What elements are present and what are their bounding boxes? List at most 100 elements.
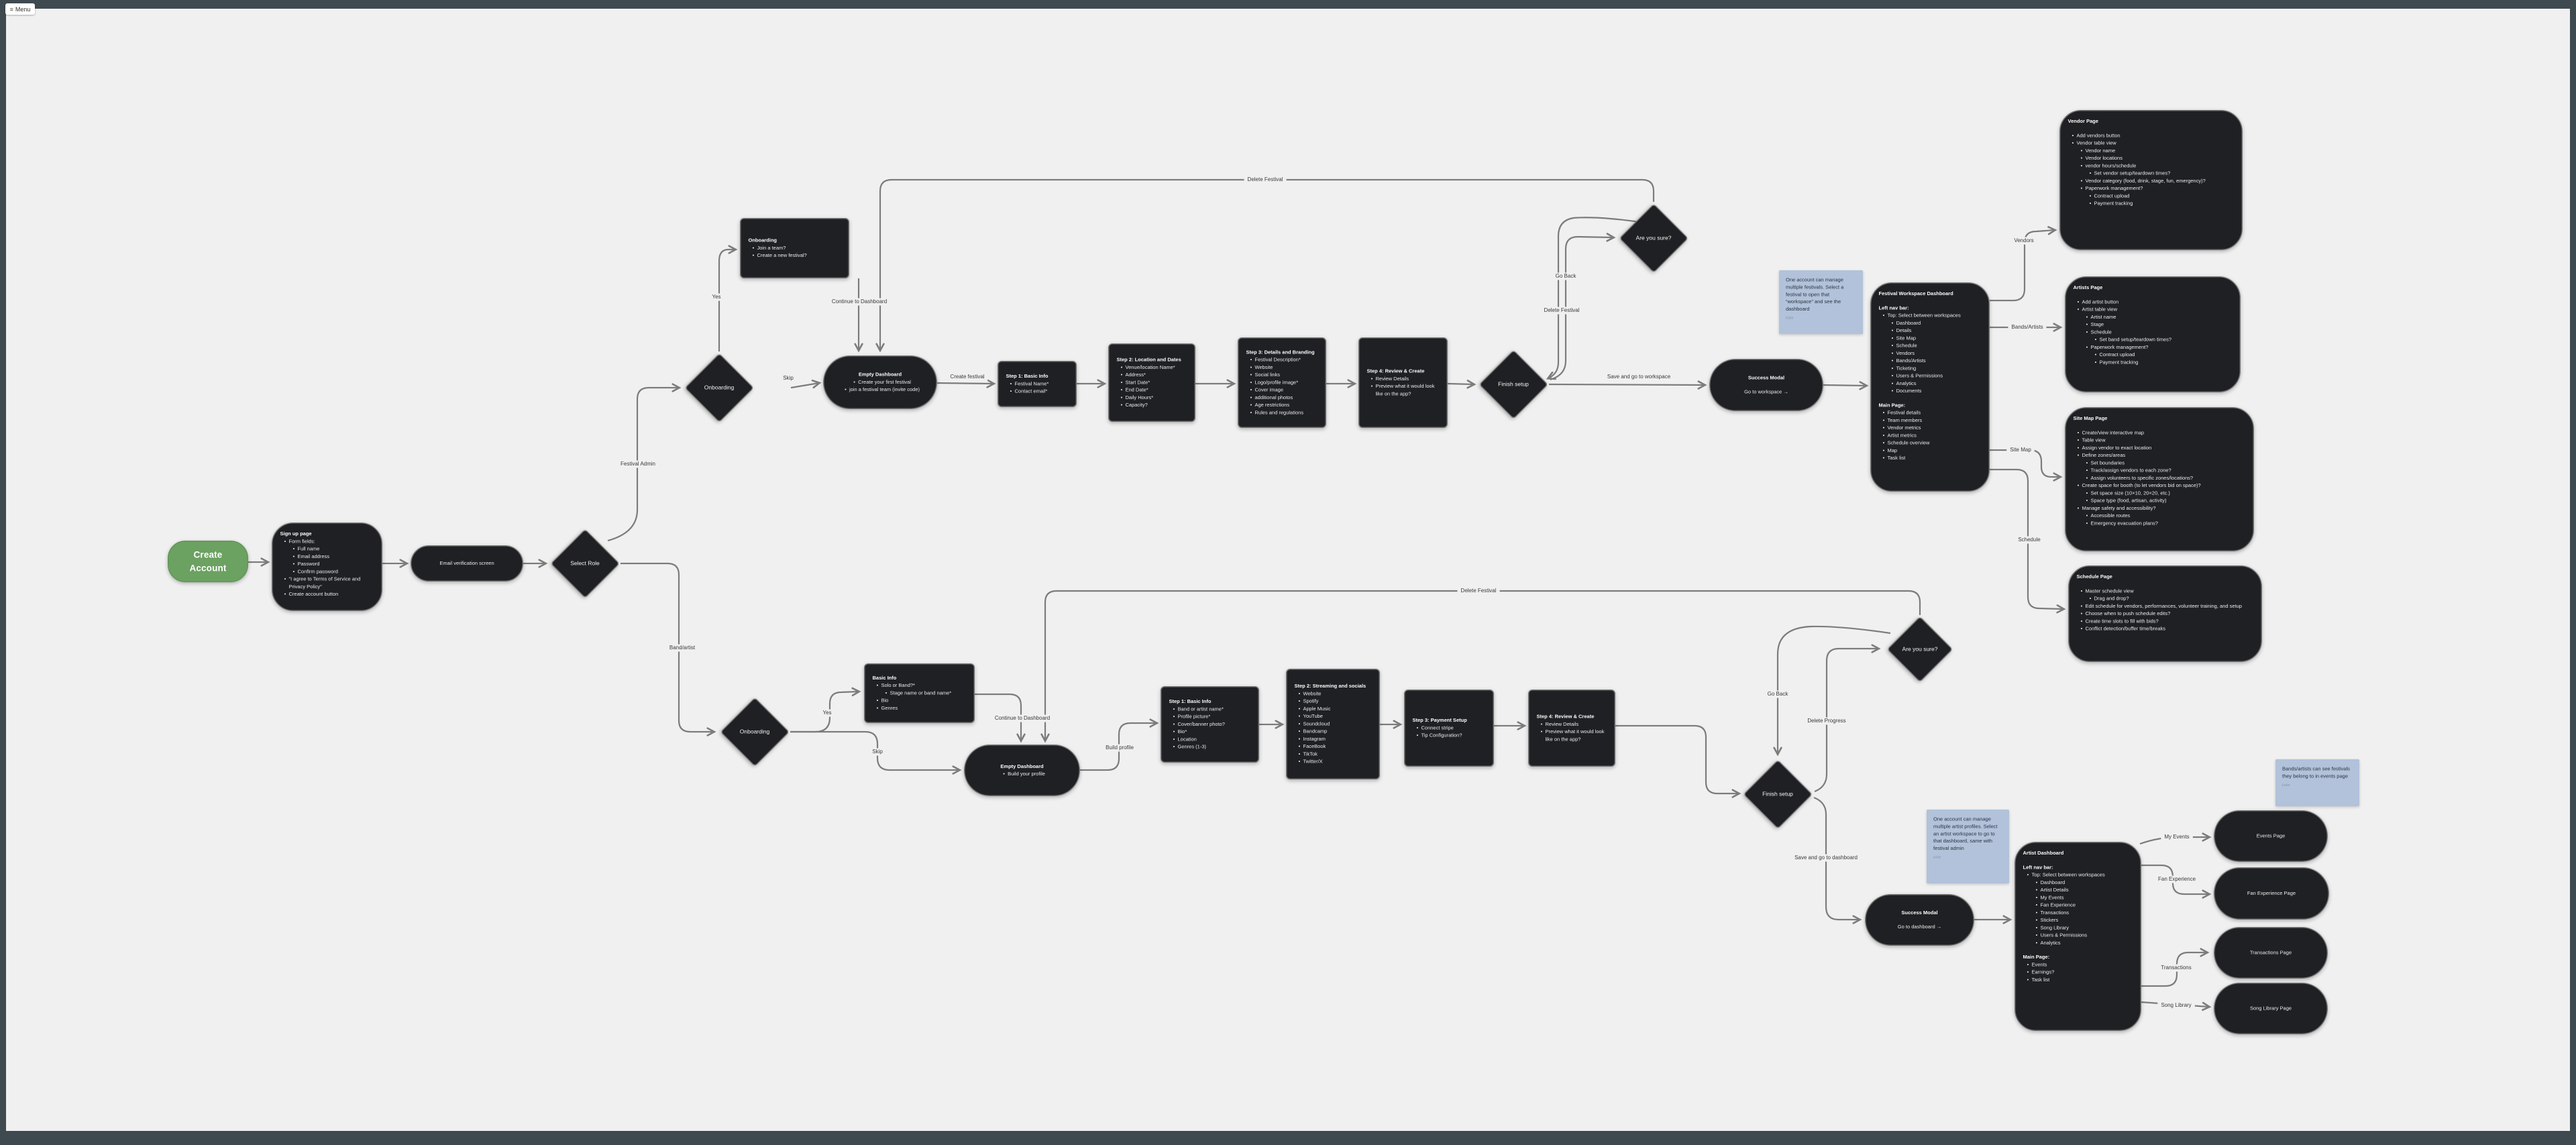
edge-role-to-admin-onboarding — [607, 383, 682, 542]
workspace-note-author: katie — [1786, 315, 1794, 320]
edge-label-delete-progress-20[interactable]: Delete Progress — [1804, 717, 1849, 725]
edge-basicinfo-to-empty-artist — [975, 693, 1026, 743]
edge-label-delete-festival-18[interactable]: Delete Festival — [1457, 587, 1500, 595]
artist-step4-content: Step 4: Review & Create•Review Details•P… — [1536, 714, 1605, 743]
edge-label-continue-to-dashboard-3[interactable]: Continue to Dashboard — [828, 298, 891, 306]
select-role-diamond-label: Select Role — [570, 560, 600, 567]
onboarding-admin-info[interactable]: Onboarding•Join a team?•Create a new fes… — [740, 218, 849, 278]
create-account-node[interactable]: Create Account — [168, 541, 248, 582]
edge-label-go-back-7[interactable]: Go Back — [1552, 272, 1580, 280]
edge-label-delete-festival-6[interactable]: Delete Festival — [1244, 176, 1287, 184]
schedule-page-node[interactable]: Schedule Page•Master schedule view•Drag … — [2068, 565, 2262, 662]
festival-step2[interactable]: Step 2: Location and Dates•Venue/locatio… — [1108, 343, 1195, 422]
edge-label-yes-14[interactable]: Yes — [819, 709, 835, 717]
festival-step1[interactable]: Step 1: Basic Info•Festival Name*•Contac… — [998, 361, 1077, 407]
events-page-node[interactable]: Events Page — [2214, 810, 2328, 862]
song-library-page-node-content: Song Library Page — [2249, 1005, 2292, 1012]
onboarding-admin-info-content: Onboarding•Join a team?•Create a new fes… — [748, 237, 807, 259]
are-you-sure-admin-diamond[interactable]: Are you sure? — [1619, 203, 1689, 274]
edge-label-song-library-25[interactable]: Song Library — [2157, 1001, 2195, 1010]
artist-basic-info-content: Basic Info•Solo or Band?*•Stage name or … — [872, 675, 952, 711]
edge-sure-admin-goback — [1546, 217, 1640, 380]
artist-step1[interactable]: Step 1: Basic Info•Band or artist name*•… — [1161, 686, 1259, 763]
select-role-diamond[interactable]: Select Role — [550, 529, 621, 599]
are-you-sure-artist-diamond[interactable]: Are you sure? — [1886, 616, 1953, 683]
empty-dashboard-admin[interactable]: Empty Dashboard•Create your first festiv… — [823, 356, 937, 409]
edge-label-vendors-10[interactable]: Vendors — [2010, 237, 2037, 245]
edge-label-build-profile-17[interactable]: Build profile — [1102, 744, 1137, 752]
onboarding-artist-diamond[interactable]: Onboarding — [720, 697, 790, 767]
festival-step4[interactable]: Step 4: Review & Create•Review Details•P… — [1358, 337, 1448, 428]
edge-admin-onboarding-skip — [790, 379, 822, 389]
onboarding-admin-diamond[interactable]: Onboarding — [684, 353, 755, 423]
artist-step2[interactable]: Step 2: Streaming and socials•Website•Sp… — [1286, 669, 1380, 779]
edge-label-continue-to-dashboard-16[interactable]: Continue to Dashboard — [991, 714, 1054, 722]
empty-dashboard-admin-content: Empty Dashboard•Create your first festiv… — [845, 372, 920, 393]
email-verification-node[interactable]: Email verification screen — [411, 545, 523, 582]
site-map-page-node[interactable]: Site Map Page•Create/view interactive ma… — [2065, 407, 2254, 551]
vendor-page-node[interactable]: Vendor Page•Add vendors button•Vendor ta… — [2059, 110, 2243, 250]
empty-dashboard-artist[interactable]: Empty Dashboard•Build your profile — [964, 745, 1080, 796]
edge-label-site-map-12[interactable]: Site Map — [2006, 446, 2035, 454]
edge-empty-admin-to-step1 — [936, 379, 996, 388]
edge-success-to-fdash — [1823, 381, 1869, 390]
edge-label-skip-15[interactable]: Skip — [869, 748, 886, 756]
fan-experience-page-node-content: Fan Experience Page — [2247, 890, 2296, 896]
artist-basic-info[interactable]: Basic Info•Solo or Band?*•Stage name or … — [864, 663, 975, 723]
events-page-node-content: Events Page — [2256, 832, 2286, 839]
edge-label-go-back-19[interactable]: Go Back — [1764, 690, 1792, 698]
edge-label-schedule-13[interactable]: Schedule — [2015, 536, 2044, 544]
artist-step3[interactable]: Step 3: Payment Setup•Connect stripe•Tip… — [1404, 690, 1494, 767]
artist-profiles-note[interactable]: One account can manage multiple artist p… — [1927, 810, 2009, 883]
edge-label-transactions-24[interactable]: Transactions — [2157, 964, 2195, 972]
signup-page-node[interactable]: Sign up page•Form fields:•Full name•Emai… — [272, 523, 382, 611]
song-library-page-node[interactable]: Song Library Page — [2214, 983, 2328, 1034]
onboarding-artist-diamond-label: Onboarding — [739, 728, 770, 735]
edge-astep4-to-finish-artist — [1615, 724, 1741, 798]
workspace-note[interactable]: One account can manage multiple festival… — [1779, 270, 1863, 334]
edge-label-festival-admin-0[interactable]: Festival Admin — [616, 460, 659, 468]
finish-setup-admin-diamond[interactable]: Finish setup — [1479, 349, 1549, 420]
edge-label-fan-experience-23[interactable]: Fan Experience — [2154, 875, 2200, 883]
schedule-page-node-content: Schedule Page•Master schedule view•Drag … — [2076, 574, 2242, 632]
edge-label-create-festival-5[interactable]: Create festival — [947, 373, 988, 381]
artist-step3-content: Step 3: Payment Setup•Connect stripe•Tip… — [1412, 717, 1467, 739]
edge-label-save-and-go-to-dashboard-21[interactable]: Save and go to dashboard — [1791, 854, 1861, 862]
edge-label-band-artist-1[interactable]: Band/artist — [665, 644, 699, 652]
are-you-sure-admin-diamond-label: Are you sure? — [1635, 235, 1672, 241]
finish-setup-artist-diamond[interactable]: Finish setup — [1743, 759, 1813, 830]
edge-label-save-and-go-to-workspace-9[interactable]: Save and go to workspace — [1603, 373, 1674, 381]
empty-dashboard-artist-content: Empty Dashboard•Build your profile — [1000, 763, 1045, 777]
menu-button-label: Menu — [15, 5, 31, 13]
bands-events-note[interactable]: Bands/artists can see festivals they bel… — [2275, 759, 2359, 806]
artists-page-node[interactable]: Artists Page•Add artist button•Artist ta… — [2065, 276, 2241, 392]
fan-experience-page-node[interactable]: Fan Experience Page — [2214, 867, 2329, 920]
edge-label-bands-artists-11[interactable]: Bands/Artists — [2008, 323, 2047, 331]
artist-profiles-note-content: One account can manage multiple artist p… — [1927, 810, 2009, 866]
edge-label-skip-4[interactable]: Skip — [780, 374, 797, 382]
festival-step4-content: Step 4: Review & Create•Review Details•P… — [1366, 368, 1435, 397]
edge-finish-artist-to-sure — [1814, 644, 1881, 793]
artists-page-node-content: Artists Page•Add artist button•Artist ta… — [2073, 284, 2172, 366]
edge-label-delete-festival-8[interactable]: Delete Festival — [1540, 307, 1583, 315]
bands-events-note-author: katie — [2282, 783, 2290, 787]
transactions-page-node[interactable]: Transactions Page — [2214, 927, 2328, 979]
festival-step2-content: Step 2: Location and Dates•Venue/locatio… — [1116, 357, 1181, 408]
artist-step1-content: Step 1: Basic Info•Band or artist name*•… — [1169, 698, 1225, 750]
festival-step3-content: Step 3: Details and Branding•Festival De… — [1246, 349, 1315, 416]
transactions-page-node-content: Transactions Page — [2249, 949, 2292, 956]
edge-label-yes-2[interactable]: Yes — [708, 293, 724, 301]
edge-label-my-events-22[interactable]: My Events — [2161, 833, 2193, 841]
signup-page-node-content: Sign up page•Form fields:•Full name•Emai… — [280, 531, 361, 598]
festival-step3[interactable]: Step 3: Details and Branding•Festival De… — [1238, 337, 1326, 428]
menu-button[interactable]: ≡ Menu — [5, 3, 35, 15]
artist-step4[interactable]: Step 4: Review & Create•Review Details•P… — [1528, 690, 1615, 767]
